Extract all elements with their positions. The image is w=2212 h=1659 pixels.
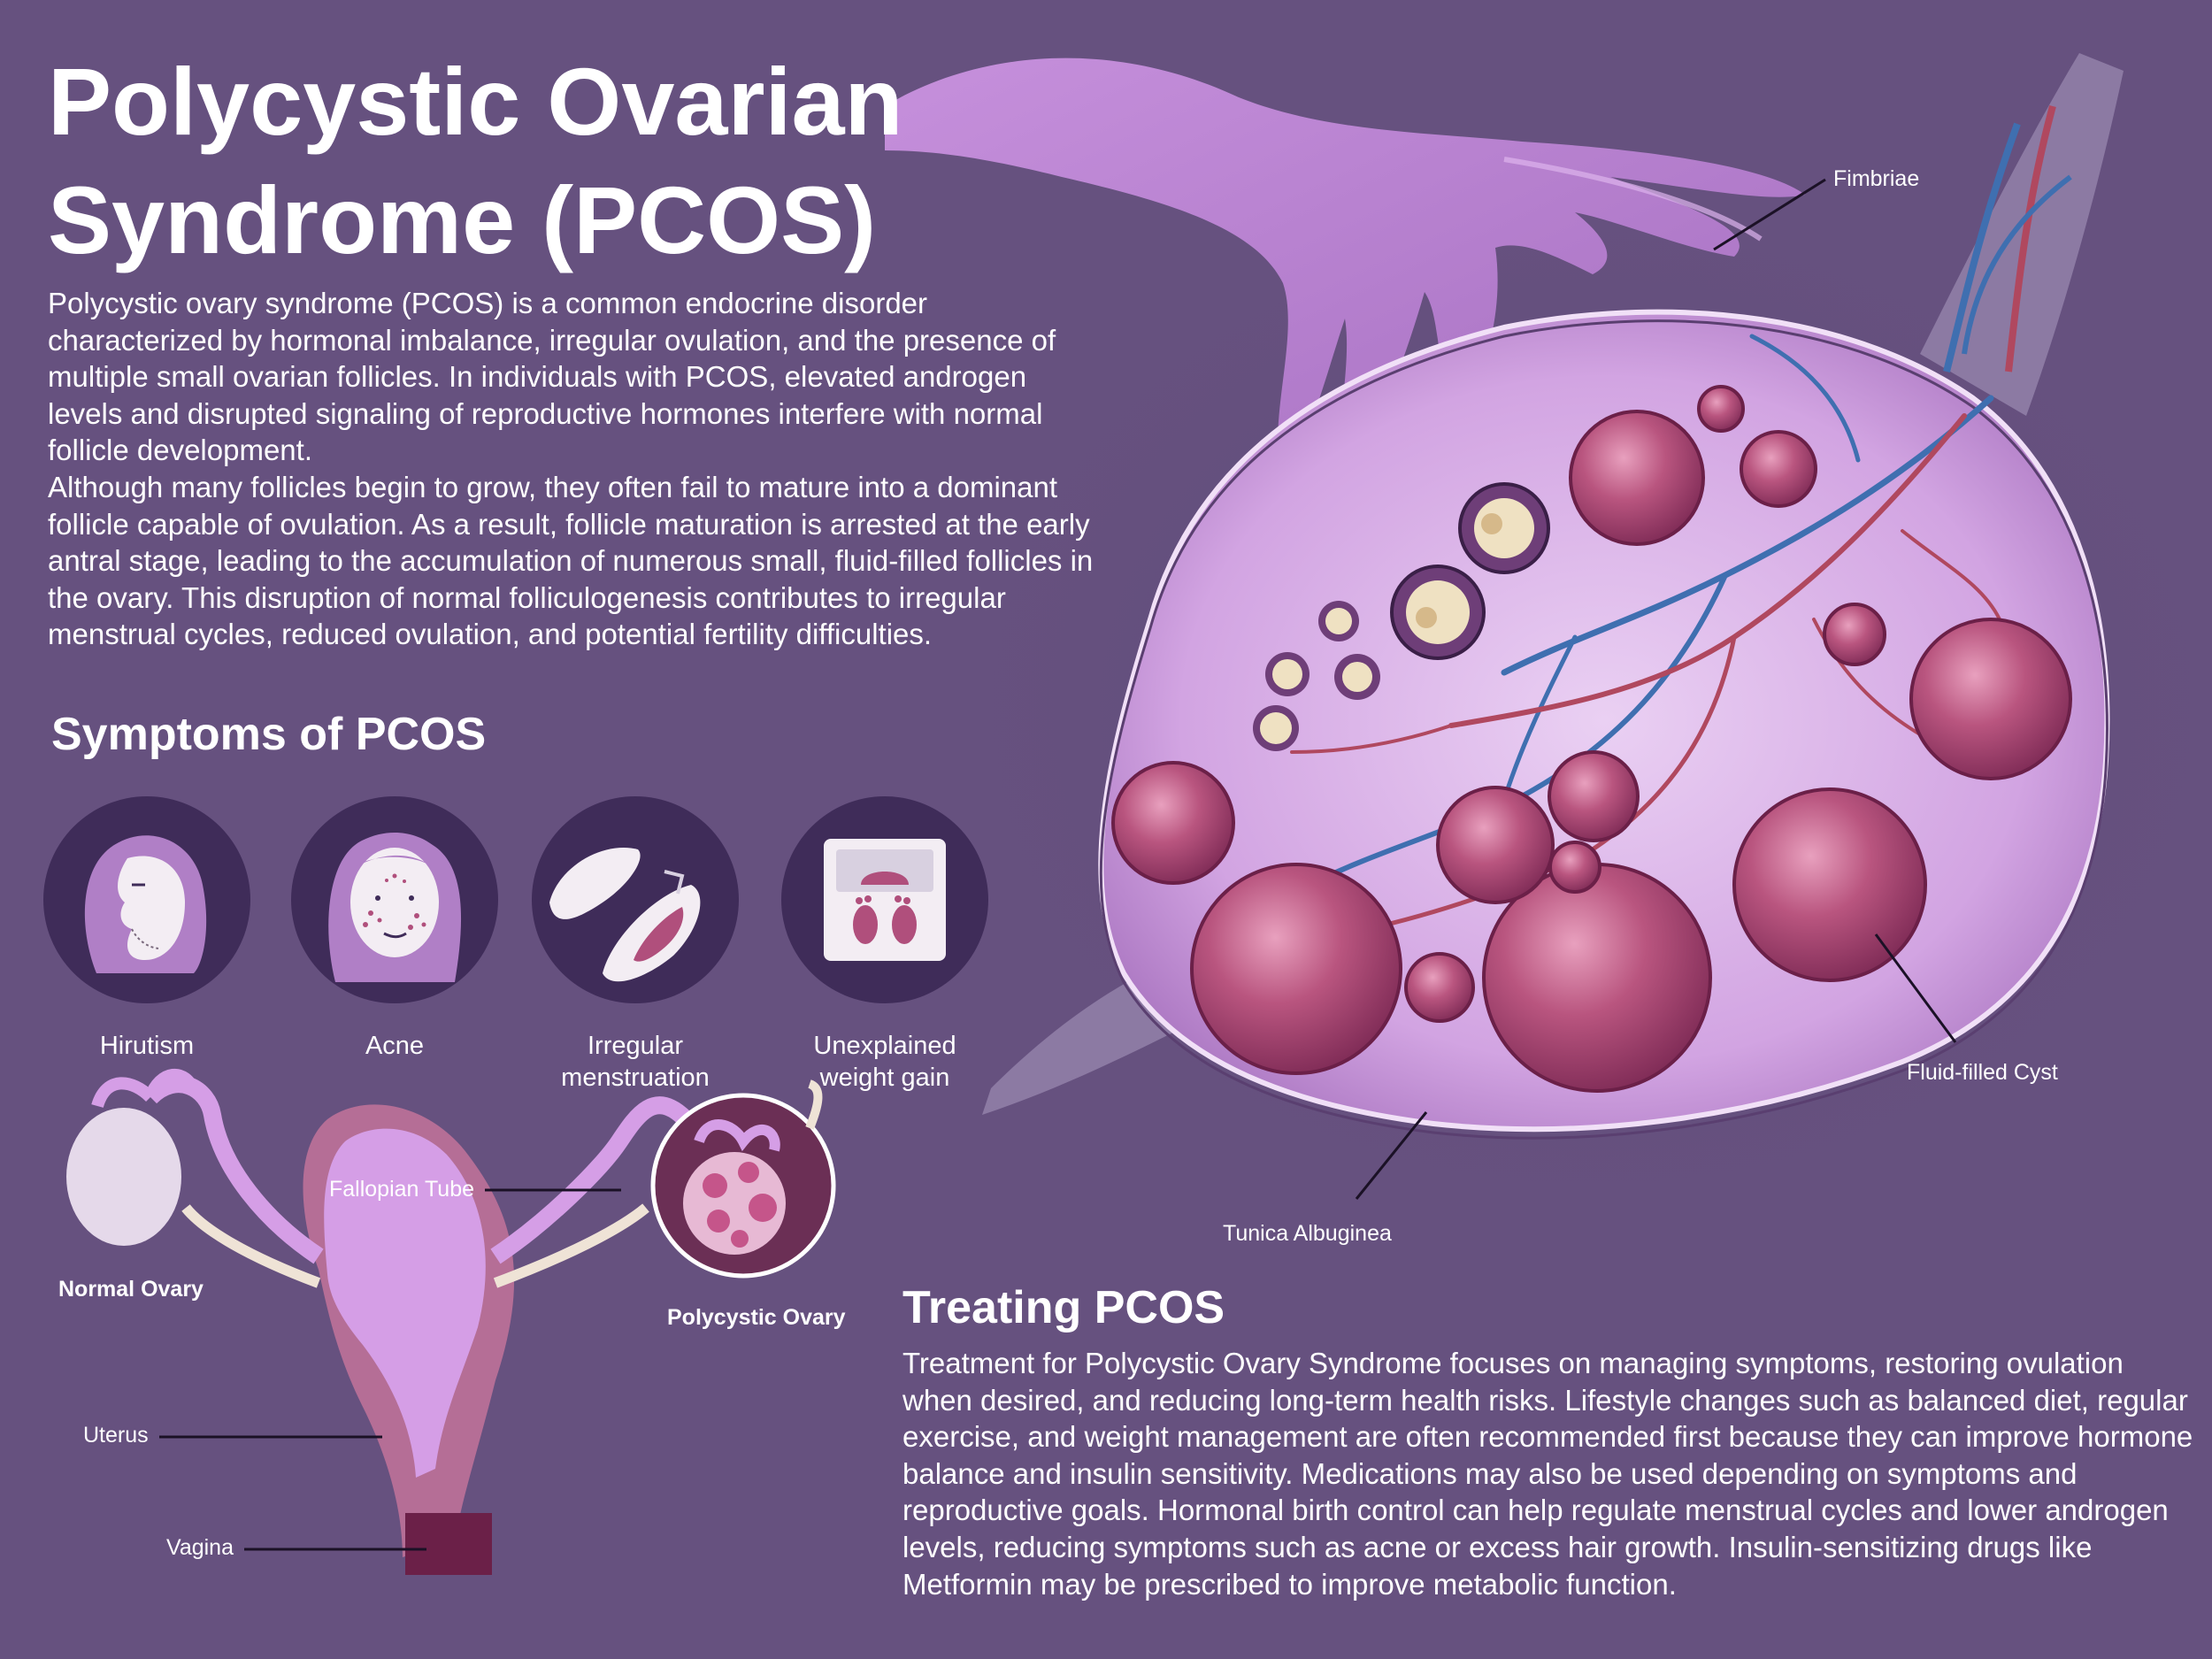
symptom-hirsutism: Hirutism	[41, 796, 253, 1062]
symptom-irregular-menstruation: Irregular menstruation	[529, 796, 741, 1094]
uterus-diagram	[66, 1069, 836, 1575]
symptom-label: Hirutism	[99, 1032, 195, 1060]
intro-paragraph-2: Although many follicles begin to grow, t…	[48, 470, 1094, 651]
symptom-label: Acne	[365, 1032, 425, 1060]
weight-scale-icon	[781, 796, 988, 1003]
page-title: Polycystic Ovarian Syndrome (PCOS)	[48, 42, 1074, 280]
label-fallopian-tube: Fallopian Tube	[329, 1177, 475, 1202]
intro-text: Polycystic ovary syndrome (PCOS) is a co…	[48, 285, 1101, 653]
label-normal-ovary: Normal Ovary	[58, 1277, 204, 1302]
label-vagina: Vagina	[166, 1535, 234, 1560]
treatment-text: Treatment for Polycystic Ovary Syndrome …	[902, 1347, 2193, 1601]
hirsutism-face-icon	[43, 796, 250, 1003]
label-uterus: Uterus	[83, 1423, 149, 1448]
symptom-weight-gain: Unexplained weight gain	[779, 796, 991, 1094]
treatment-heading: Treating PCOS	[902, 1282, 1225, 1333]
label-polycystic-ovary: Polycystic Ovary	[667, 1305, 846, 1330]
menstrual-pad-icon	[532, 796, 739, 1003]
symptom-acne: Acne	[288, 796, 501, 1062]
symptom-label: Unexplained weight gain	[813, 1032, 956, 1092]
symptoms-heading: Symptoms of PCOS	[51, 709, 487, 760]
page-title-line2: Syndrome (PCOS)	[48, 166, 877, 273]
intro-paragraph-1: Polycystic ovary syndrome (PCOS) is a co…	[48, 287, 1056, 467]
page-title-line1: Polycystic Ovarian	[48, 48, 903, 155]
acne-face-icon	[291, 796, 498, 1003]
label-fluid-filled-cyst: Fluid-filled Cyst	[1907, 1060, 2058, 1085]
label-tunica-albuginea: Tunica Albuginea	[1223, 1221, 1392, 1246]
label-fimbriae: Fimbriae	[1833, 166, 1920, 191]
symptom-label: Irregular menstruation	[561, 1032, 710, 1092]
